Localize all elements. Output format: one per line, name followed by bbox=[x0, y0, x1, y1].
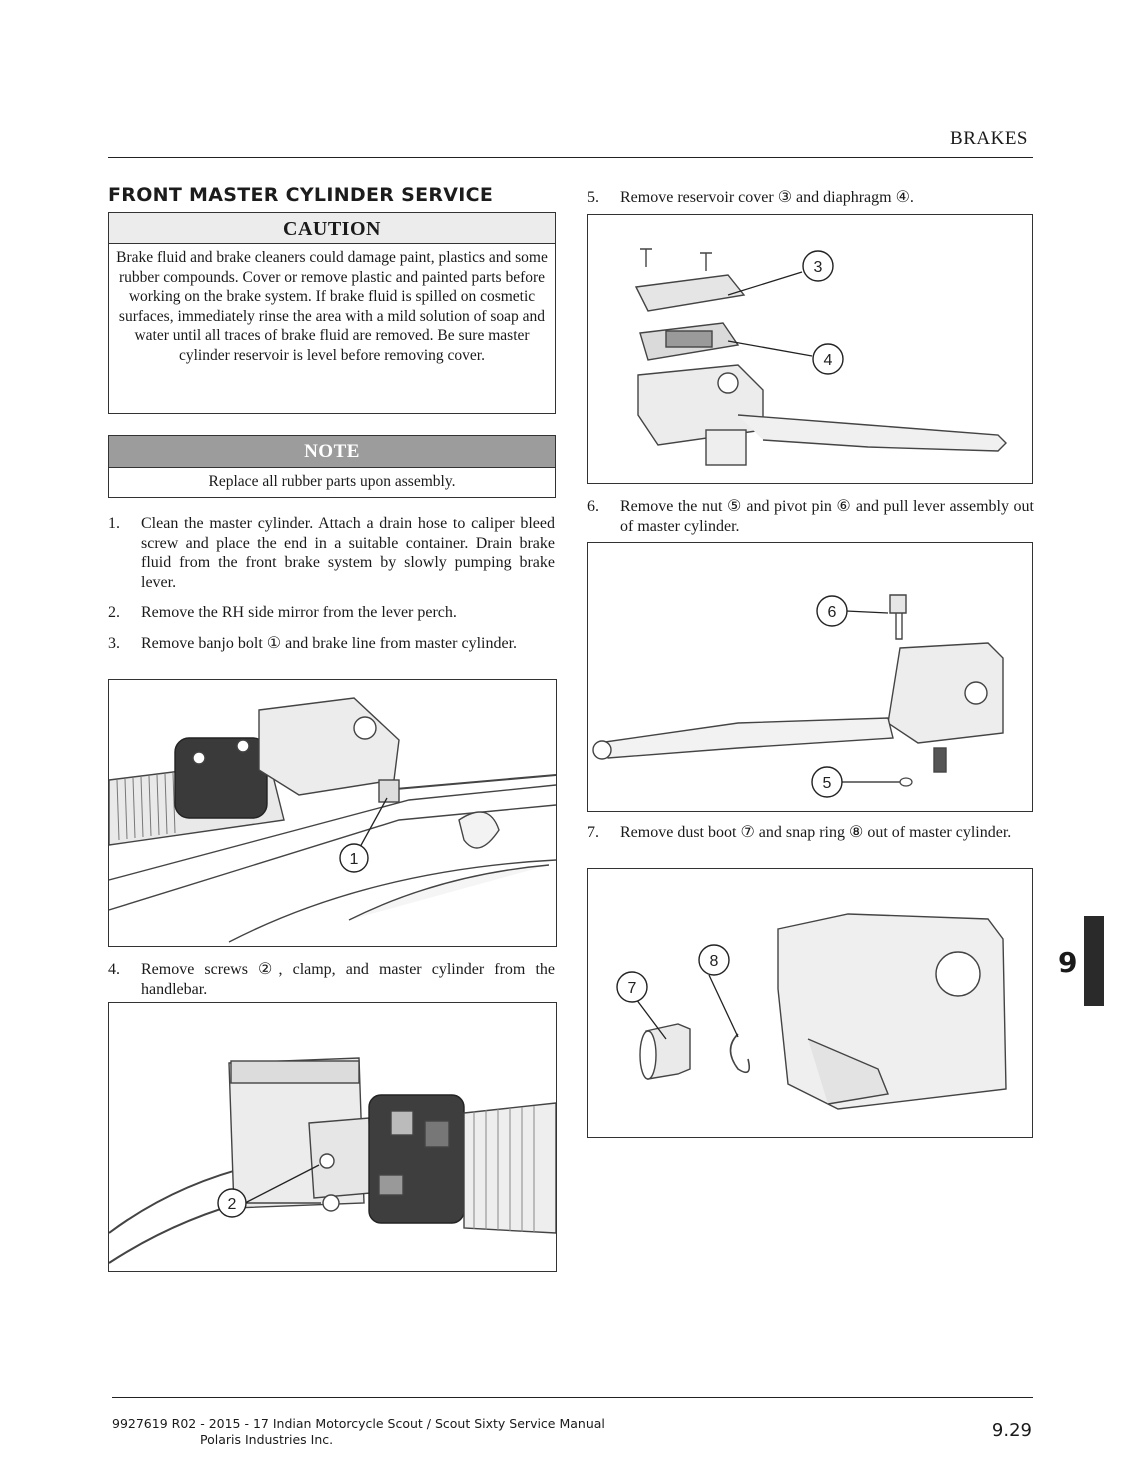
step-7: 7. Remove dust boot ⑦ and snap ring ⑧ ou… bbox=[587, 823, 1034, 843]
step-text: Clean the master cylinder. Attach a drai… bbox=[141, 515, 555, 591]
callout-8: 8 bbox=[710, 953, 719, 970]
header-rule bbox=[108, 157, 1033, 158]
step-6: 6. Remove the nut ⑤ and pivot pin ⑥ and … bbox=[587, 497, 1034, 536]
step-text: Remove dust boot ⑦ and snap ring ⑧ out o… bbox=[620, 824, 1012, 841]
step-number: 2. bbox=[108, 604, 120, 621]
chapter-tab-number: 9 bbox=[1058, 946, 1078, 979]
section-title: FRONT MASTER CYLINDER SERVICE bbox=[108, 184, 494, 206]
header-section-title: BRAKES bbox=[950, 128, 1028, 149]
step-number: 5. bbox=[587, 189, 599, 206]
callout-4: 4 bbox=[824, 352, 833, 369]
footer-manual-title: 9927619 R02 - 2015 - 17 Indian Motorcycl… bbox=[112, 1416, 605, 1431]
step-3: 3. Remove banjo bolt ① and brake line fr… bbox=[108, 634, 555, 654]
caution-text: Brake fluid and brake cleaners could dam… bbox=[116, 249, 548, 364]
note-box: NOTE Replace all rubber parts upon assem… bbox=[108, 435, 556, 498]
figure-lever-pivot: 6 5 bbox=[587, 542, 1033, 812]
footer-publication: 9927619 R02 - 2015 - 17 Indian Motorcycl… bbox=[112, 1416, 605, 1448]
footer-rule bbox=[112, 1397, 1033, 1398]
caution-box: CAUTION Brake fluid and brake cleaners c… bbox=[108, 212, 556, 414]
step-number: 4. bbox=[108, 961, 120, 978]
step-number: 3. bbox=[108, 635, 120, 652]
callout-6: 6 bbox=[828, 604, 837, 621]
step-number: 7. bbox=[587, 824, 599, 841]
figure-reservoir-cover: 3 4 bbox=[587, 214, 1033, 484]
step-4: 4. Remove screws ②, clamp, and master cy… bbox=[108, 960, 555, 999]
figure-screws-clamp: 2 bbox=[108, 1002, 557, 1272]
figure-banjo-bolt: 1 bbox=[108, 679, 557, 947]
step-text: Remove banjo bolt ① and brake line from … bbox=[141, 635, 518, 652]
step-5: 5. Remove reservoir cover ③ and diaphrag… bbox=[587, 188, 1034, 208]
callout-7: 7 bbox=[628, 980, 637, 997]
figure-dust-boot: 8 7 bbox=[587, 868, 1033, 1138]
caution-title: CAUTION bbox=[109, 213, 555, 244]
note-text: Replace all rubber parts upon assembly. bbox=[208, 473, 456, 490]
step-text: Remove the nut ⑤ and pivot pin ⑥ and pul… bbox=[620, 498, 1034, 535]
step-text: Remove the RH side mirror from the lever… bbox=[141, 604, 457, 621]
chapter-tab-bar bbox=[1084, 916, 1104, 1006]
step-number: 6. bbox=[587, 498, 599, 515]
step-1: 1. Clean the master cylinder. Attach a d… bbox=[108, 514, 555, 592]
callout-3: 3 bbox=[814, 259, 823, 276]
callout-1: 1 bbox=[350, 851, 359, 868]
callout-2: 2 bbox=[228, 1196, 237, 1213]
step-2: 2. Remove the RH side mirror from the le… bbox=[108, 603, 555, 623]
step-text: Remove reservoir cover ③ and diaphragm ④… bbox=[620, 189, 914, 206]
step-number: 1. bbox=[108, 515, 120, 532]
callout-5: 5 bbox=[823, 775, 832, 792]
note-title: NOTE bbox=[109, 436, 555, 468]
page-number: 9.29 bbox=[991, 1420, 1032, 1441]
footer-publisher: Polaris Industries Inc. bbox=[200, 1432, 334, 1447]
step-text: Remove screws ②, clamp, and master cylin… bbox=[141, 961, 555, 998]
